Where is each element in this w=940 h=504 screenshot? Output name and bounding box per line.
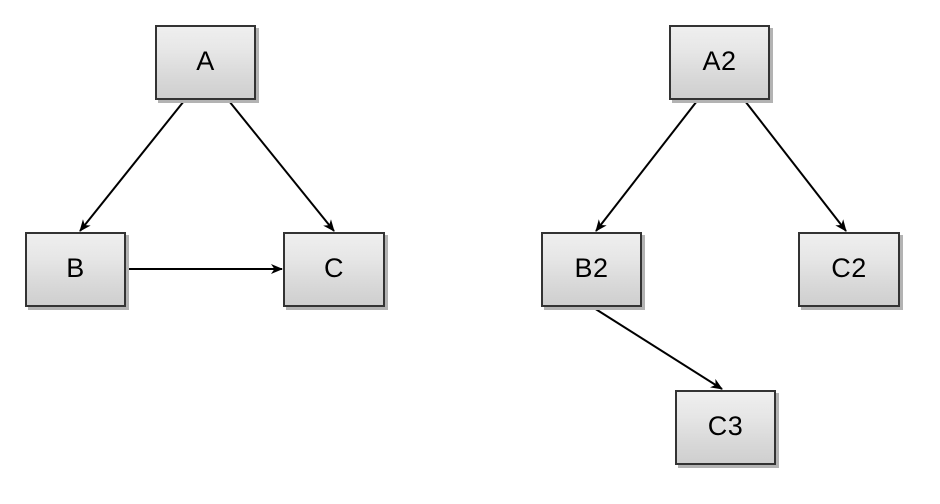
edge-a2-to-c2 <box>744 100 847 232</box>
node-b2[interactable]: B2 <box>541 232 642 307</box>
node-a-label: A <box>196 46 215 76</box>
node-c-label: C <box>324 253 344 283</box>
node-c3[interactable]: C3 <box>675 390 776 465</box>
edge-b2-to-c3 <box>593 307 723 390</box>
node-c[interactable]: C <box>283 232 385 307</box>
node-b[interactable]: B <box>25 232 126 307</box>
node-b2-label: B2 <box>574 253 609 283</box>
node-c2-label: C2 <box>831 253 867 283</box>
node-b-label: B <box>66 253 85 283</box>
node-c3-label: C3 <box>707 411 744 441</box>
node-a[interactable]: A <box>155 25 256 100</box>
node-a2-label: A2 <box>702 46 737 76</box>
node-c2[interactable]: C2 <box>798 232 900 307</box>
edge-a2-to-b2 <box>595 100 698 232</box>
edge-a-to-b <box>79 100 185 232</box>
edge-a-to-c <box>228 100 335 232</box>
node-a2[interactable]: A2 <box>669 25 770 100</box>
